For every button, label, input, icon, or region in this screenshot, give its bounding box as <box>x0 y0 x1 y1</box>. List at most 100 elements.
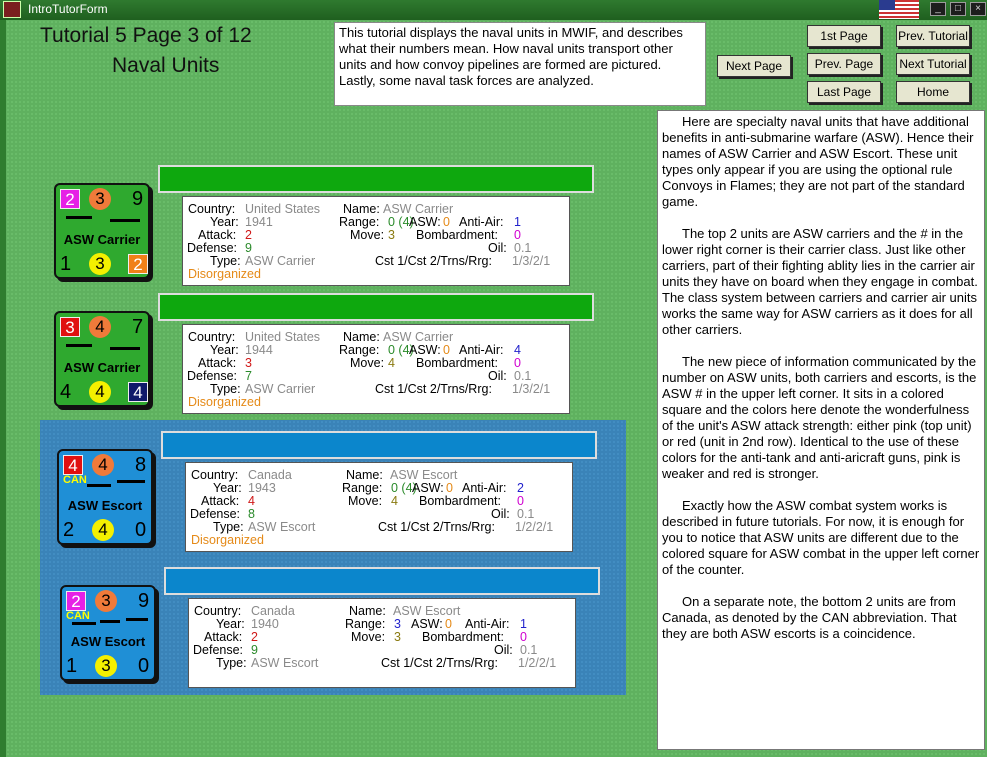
asw-square: 3 <box>60 317 80 337</box>
field-value: 0 <box>446 481 453 495</box>
defense-value: 4 <box>60 381 72 403</box>
unit-bar-blue[interactable] <box>164 567 600 595</box>
field-value: 4 <box>388 356 395 370</box>
field-label: Defense: <box>190 507 241 521</box>
field-label: Oil: <box>494 643 513 657</box>
field-label: Name: <box>346 468 383 482</box>
field-value: 1941 <box>245 215 273 229</box>
field-value: 1/2/2/1 <box>518 656 557 670</box>
field-value: ASW Escort <box>251 656 319 670</box>
field-label: Oil: <box>488 369 507 383</box>
ship-silhouette <box>110 347 140 350</box>
field-value: Canada <box>251 604 295 618</box>
prev-tutorial-button[interactable]: Prev. Tutorial <box>896 25 970 47</box>
anti-air-value: 7 <box>132 316 144 338</box>
unit-counter[interactable]: 3 4 7 ASW Carrier 4 4 4 <box>54 311 150 407</box>
unit-type-label: ASW Escort <box>70 634 146 649</box>
field-value: 1944 <box>245 343 273 357</box>
class-value: 0 <box>138 655 150 677</box>
field-label: Oil: <box>491 507 510 521</box>
field-label: Cst 1/Cst 2/Trns/Rrg: <box>375 382 492 396</box>
field-value: 1/3/2/1 <box>512 382 551 396</box>
defense-value: 2 <box>63 519 75 541</box>
unit-info-box: Country: United States Name: ASW Carrier… <box>182 196 570 286</box>
page-subtitle: Naval Units <box>112 54 220 77</box>
field-label: Defense: <box>187 241 238 255</box>
field-value: 7 <box>245 369 252 383</box>
field-label: Cst 1/Cst 2/Trns/Rrg: <box>378 520 495 534</box>
explanation-panel[interactable]: Here are specialty naval units that have… <box>657 110 985 750</box>
attack-circle: 3 <box>89 188 111 210</box>
field-value: 1 <box>520 617 527 631</box>
next-page-button[interactable]: Next Page <box>717 55 791 77</box>
field-value: 3 <box>394 617 401 631</box>
next-tutorial-button[interactable]: Next Tutorial <box>896 53 970 75</box>
field-value: 0 <box>520 630 527 644</box>
field-label: Name: <box>343 202 380 216</box>
move-circle: 3 <box>95 655 117 677</box>
close-button[interactable]: × <box>970 2 986 16</box>
unit-counter[interactable]: 2 3 9 CAN ASW Escort 1 3 0 <box>60 585 156 681</box>
explanation-paragraph: The new piece of information communicate… <box>662 354 977 481</box>
field-value: 0 (4) <box>388 343 414 357</box>
attack-circle: 3 <box>95 590 117 612</box>
field-label: Oil: <box>488 241 507 255</box>
unit-info-box: Country: Canada Name: ASW Escort Year: 1… <box>185 462 573 552</box>
unit-info-box: Country: United States Name: ASW Carrier… <box>182 324 570 414</box>
asw-square: 4 <box>63 455 83 475</box>
field-label: Year: <box>213 481 242 495</box>
app-icon[interactable] <box>3 1 21 18</box>
ship-silhouette <box>126 618 148 621</box>
unit-type-label: ASW Escort <box>67 498 143 513</box>
ship-silhouette <box>87 484 111 487</box>
status-text: Disorganized <box>191 533 264 547</box>
ships-icon <box>87 479 147 487</box>
anti-air-value: 9 <box>138 590 150 612</box>
field-value: 2 <box>251 630 258 644</box>
field-label: Defense: <box>193 643 244 657</box>
prev-page-button[interactable]: Prev. Page <box>807 53 881 75</box>
field-value: 3 <box>388 228 395 242</box>
intro-text: This tutorial displays the naval units i… <box>334 22 706 106</box>
last-page-button[interactable]: Last Page <box>807 81 881 103</box>
unit-counter[interactable]: 2 3 9 ASW Carrier 1 3 2 <box>54 183 150 279</box>
field-label: Year: <box>216 617 245 631</box>
home-button[interactable]: Home <box>896 81 970 103</box>
field-label: Anti-Air: <box>462 481 507 495</box>
move-circle: 3 <box>89 253 111 275</box>
explanation-paragraph: On a separate note, the bottom 2 units a… <box>662 594 957 641</box>
unit-info-box: Country: Canada Name: ASW Escort Year: 1… <box>188 598 576 688</box>
field-label: Range: <box>339 343 380 357</box>
maximize-button[interactable]: □ <box>950 2 966 16</box>
field-value: 4 <box>248 494 255 508</box>
minimize-button[interactable]: _ <box>930 2 946 16</box>
unit-bar-green[interactable] <box>158 165 594 193</box>
country-abbrev: CAN <box>63 474 87 486</box>
title-bar: IntroTutorForm _ □ × <box>0 0 987 20</box>
unit-type-label: ASW Carrier <box>63 232 141 247</box>
unit-counter[interactable]: 4 4 8 CAN ASW Escort 2 4 0 <box>57 449 153 545</box>
field-value: 0 <box>443 215 450 229</box>
explanation-paragraph: The top 2 units are ASW carriers and the… <box>662 226 978 337</box>
unit-type-label: ASW Carrier <box>63 360 141 375</box>
field-label: Attack: <box>198 356 237 370</box>
field-value: United States <box>245 330 321 344</box>
asw-square: 2 <box>66 591 86 611</box>
field-label: Attack: <box>204 630 243 644</box>
field-label: Move: <box>348 494 383 508</box>
field-label: Anti-Air: <box>465 617 510 631</box>
field-label: ASW: <box>412 481 444 495</box>
field-value: ASW Carrier <box>245 382 316 396</box>
field-label: Name: <box>349 604 386 618</box>
ship-silhouette <box>100 620 120 623</box>
first-page-button[interactable]: 1st Page <box>807 25 881 47</box>
field-value: 9 <box>251 643 258 657</box>
field-label: ASW: <box>409 215 441 229</box>
unit-bar-green[interactable] <box>158 293 594 321</box>
field-value: ASW Carrier <box>383 330 454 344</box>
ship-silhouette <box>66 344 92 347</box>
field-value: Canada <box>248 468 292 482</box>
field-value: ASW Carrier <box>245 254 316 268</box>
field-value: 2 <box>517 481 524 495</box>
unit-bar-blue[interactable] <box>161 431 597 459</box>
